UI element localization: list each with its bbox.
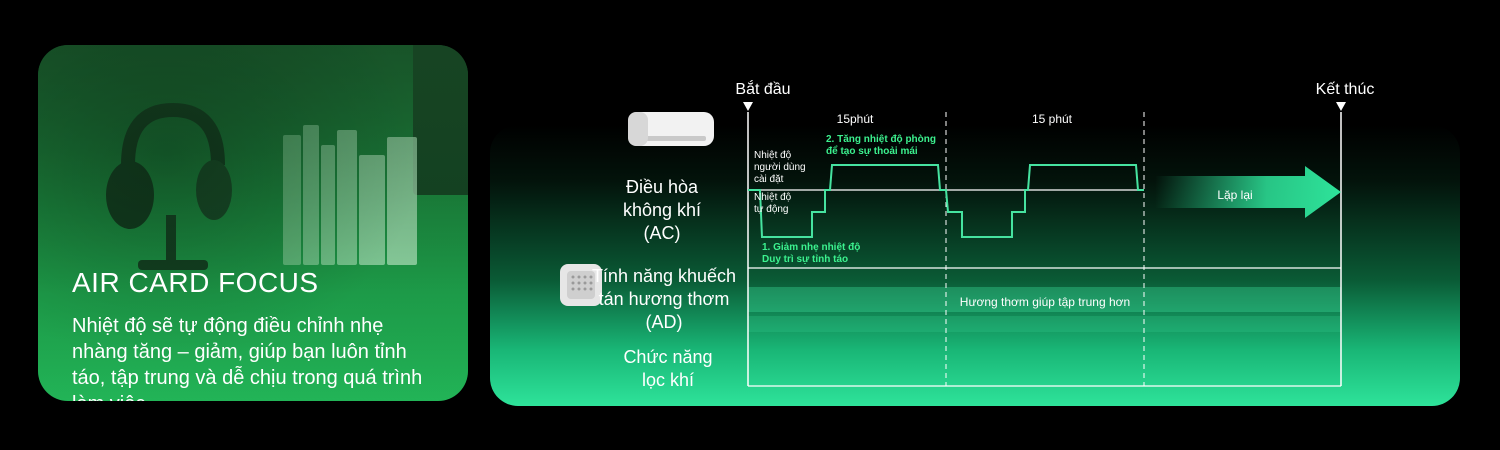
repeat-arrow-icon — [1155, 166, 1341, 218]
card-title: AIR CARD FOCUS — [72, 267, 319, 298]
period-2-label: 15 phút — [1031, 112, 1073, 126]
diagram-card — [490, 125, 1460, 406]
end-label: Kết thúc — [1315, 81, 1375, 98]
ad-band-lower — [748, 316, 1341, 332]
start-marker-icon — [743, 102, 753, 111]
step1-note-line2: Duy trì sự tỉnh táo — [762, 254, 849, 265]
air-conditioner-icon — [628, 112, 714, 146]
diffuser-icon — [560, 264, 602, 306]
start-label: Bắt đầu — [735, 81, 791, 98]
step2-note-line1: 2. Tăng nhiệt độ phòng — [826, 134, 936, 145]
ad-band — [748, 287, 1341, 312]
auto-temp-note: Nhiệt độ tự động — [754, 192, 792, 215]
step2-note-line2: để tạo sự thoải mái — [826, 146, 918, 157]
period-1-label: 15phút — [836, 112, 874, 126]
filter-row-label: Chức năng lọc khí — [623, 347, 713, 390]
end-marker-icon — [1336, 102, 1346, 111]
card-description: Nhiệt độ sẽ tự động điều chỉnh nhẹ nhàng… — [72, 315, 423, 401]
ac-row-label: Điều hòa không khí (AC) — [622, 177, 702, 243]
ad-band-text: Hương thơm giúp tập trung hơn — [959, 295, 1131, 309]
user-temp-note: Nhiệt độ người dùng cài đặt — [754, 150, 806, 185]
ad-row-label: Tính năng khuếch tán hương thơm (AD) — [591, 266, 737, 332]
air-card-focus-card: AIR CARD FOCUS Nhiệt độ sẽ tự động điều … — [38, 45, 468, 401]
repeat-label: Lặp lại — [1217, 188, 1253, 202]
ac-waveform — [748, 164, 1144, 238]
step1-note-line1: 1. Giảm nhẹ nhiệt độ — [762, 242, 861, 253]
